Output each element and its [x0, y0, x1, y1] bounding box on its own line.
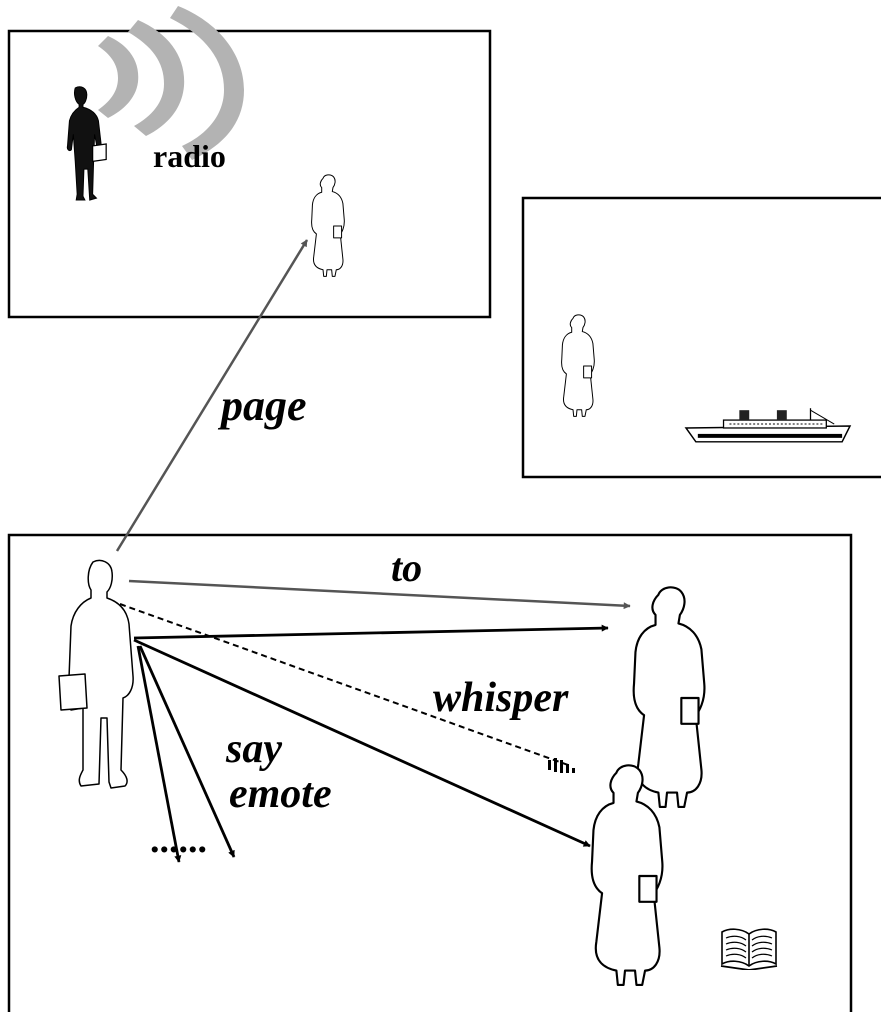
label-say: say [225, 726, 282, 772]
label-page: page [217, 381, 307, 430]
page-arrow [115, 239, 309, 552]
to-arrow [128, 579, 631, 610]
say-arrow-right [133, 624, 609, 640]
say-arrow-down-2 [138, 645, 236, 858]
radio-wave-icon [98, 6, 244, 160]
label-radio: radio [153, 138, 226, 174]
say-arrow-lower [133, 638, 591, 848]
label-whisper: whisper [433, 675, 569, 721]
whisper-arrow-fading-head [548, 758, 575, 773]
label-ellipsis: ...... [150, 819, 207, 861]
label-to: to [391, 545, 422, 590]
label-emote: emote [229, 771, 332, 817]
say-arrow-down-1 [136, 645, 182, 863]
